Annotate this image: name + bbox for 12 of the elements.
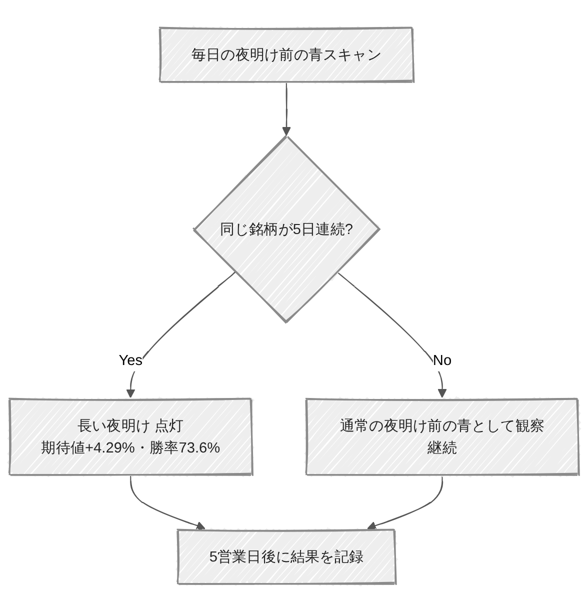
arrow [336, 271, 447, 398]
arrow [367, 476, 444, 530]
node-text: 毎日の夜明け前の青スキャン [192, 46, 382, 63]
edge-label: Yes [118, 352, 143, 368]
node-text: 5営業日後に結果を記録 [209, 548, 364, 565]
arrow [130, 476, 206, 530]
node-text: 通常の夜明け前の青として観察継続 [340, 417, 544, 456]
edge-label: No [432, 352, 452, 368]
node-text: 長い夜明け 点灯 期待値+4.29%・勝率73.6% [41, 417, 220, 456]
arrow [126, 271, 236, 398]
node-text: 同じ銘柄が5日連続? [220, 220, 353, 238]
arrow [282, 82, 292, 136]
